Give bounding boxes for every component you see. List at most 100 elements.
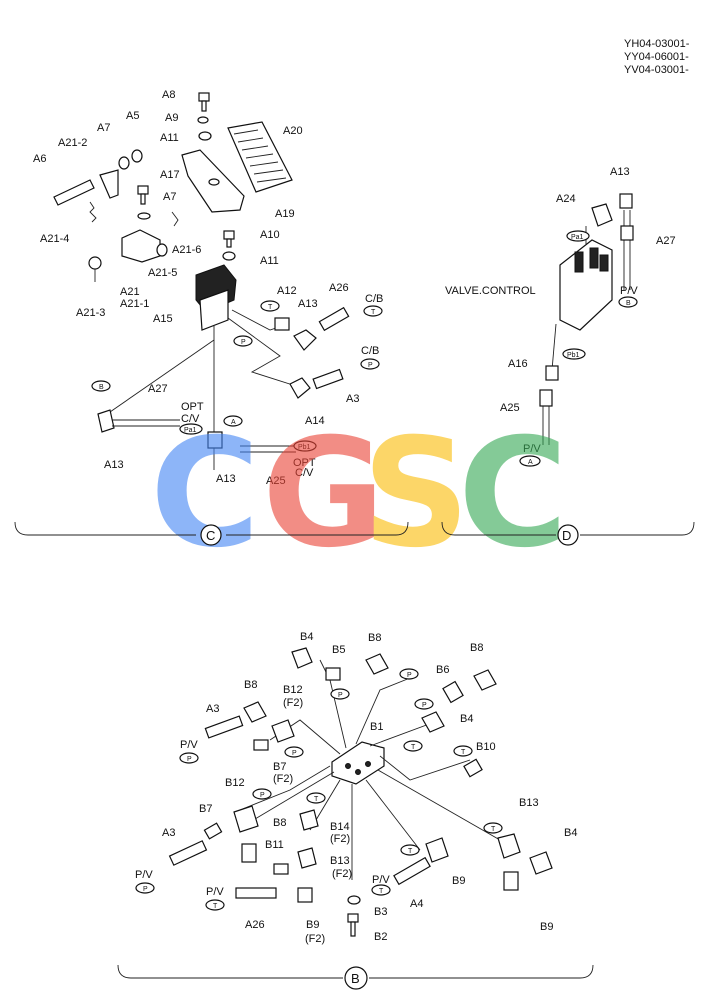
elbow-a24 bbox=[591, 203, 613, 227]
fitting-a13-bottom bbox=[207, 431, 223, 449]
fitting-b14 bbox=[299, 809, 319, 831]
fitting-b4-right bbox=[529, 851, 553, 875]
bracket-a21 bbox=[121, 229, 161, 263]
tag-pa1: Pa1 bbox=[179, 423, 203, 435]
fitting-b6 bbox=[442, 680, 464, 704]
ring-a7 bbox=[118, 156, 130, 170]
fitting-b13-mid bbox=[297, 847, 317, 869]
label-a21: A21 bbox=[120, 286, 140, 298]
tag-a: A bbox=[223, 415, 243, 427]
clip-a21-6 bbox=[171, 211, 179, 227]
fitting-b4-mid bbox=[421, 711, 445, 733]
label-b4-right: B4 bbox=[564, 827, 577, 839]
label-a21-3: A21-3 bbox=[76, 307, 105, 319]
hose-a26-b bbox=[235, 887, 277, 899]
fitting-b12-mid bbox=[233, 805, 259, 833]
label-a9: A9 bbox=[165, 112, 178, 124]
label-b13-right: B13 bbox=[519, 797, 539, 809]
hose-a26 bbox=[318, 306, 350, 332]
label-b11: B11 bbox=[265, 839, 284, 851]
tag-b-t2: T bbox=[453, 745, 473, 757]
label-b6: B6 bbox=[436, 664, 449, 676]
svg-text:T: T bbox=[371, 309, 376, 316]
bracket-b-left bbox=[117, 964, 343, 979]
tag-p-1: P bbox=[233, 335, 253, 347]
fitting-b9-right bbox=[503, 871, 519, 891]
svg-text:T: T bbox=[213, 903, 218, 910]
svg-text:B: B bbox=[351, 971, 360, 986]
label-a13-right: A13 bbox=[298, 298, 318, 310]
svg-text:Pa1: Pa1 bbox=[571, 234, 584, 241]
label-b9-low: B9 bbox=[306, 919, 319, 931]
label-a15: A15 bbox=[153, 313, 173, 325]
view-d-group: A13 A24 A27 VALVE.CONTROL P/V A16 A25 P/… bbox=[445, 166, 676, 467]
label-b13-mid: B13 bbox=[330, 855, 350, 867]
tag-b-p3: P bbox=[414, 698, 434, 710]
watermark-letter-s: S bbox=[362, 407, 470, 581]
label-pv-b4: P/V bbox=[372, 874, 390, 886]
label-cb-2: C/B bbox=[361, 345, 379, 357]
spring-a21-4 bbox=[89, 201, 97, 223]
fitting-b8-low bbox=[241, 843, 257, 863]
label-b3: B3 bbox=[374, 906, 387, 918]
label-a7-mid: A7 bbox=[163, 191, 176, 203]
nut-a11 bbox=[198, 131, 212, 141]
label-b7-lower: B7 bbox=[199, 803, 212, 815]
bracket-c-left bbox=[14, 521, 196, 536]
label-b7-upper: B7 bbox=[273, 761, 286, 773]
label-a27-d: A27 bbox=[656, 235, 676, 247]
label-a11-mid: A11 bbox=[260, 255, 279, 267]
svg-text:Pa1: Pa1 bbox=[184, 427, 197, 434]
pin-a6 bbox=[53, 179, 95, 206]
label-a11-top: A11 bbox=[160, 132, 179, 144]
label-a4: A4 bbox=[410, 898, 423, 910]
label-a21-1: A21-1 bbox=[120, 298, 149, 310]
label-cv-2: C/V bbox=[295, 467, 314, 479]
view-b-marker: B bbox=[344, 966, 368, 990]
label-a13-d: A13 bbox=[610, 166, 630, 178]
svg-text:T: T bbox=[314, 796, 319, 803]
view-b-group: B4 B5 B8 B8 B6 B8 B12 (F2) A3 P/V B1 B4 … bbox=[117, 631, 594, 990]
label-b8-top: B8 bbox=[368, 632, 381, 644]
pedal-plate-a20 bbox=[227, 121, 293, 193]
hose-a4 bbox=[393, 856, 431, 886]
view-c-group: A8 A9 A11 A20 A5 A7 A21-2 A6 A17 A7 A19 … bbox=[33, 89, 383, 487]
tag-pb1-d: Pb1 bbox=[562, 348, 586, 360]
watermark-letter-g: G bbox=[262, 407, 385, 581]
label-b9-mid: B9 bbox=[452, 875, 465, 887]
elbow-a13-left bbox=[97, 409, 115, 433]
svg-text:A: A bbox=[528, 459, 533, 466]
tag-b-p4: P bbox=[284, 746, 304, 758]
tag-b-p2: P bbox=[330, 688, 350, 700]
fitting-b9-low bbox=[297, 887, 313, 903]
fitting-a13-d bbox=[619, 193, 633, 209]
bracket-c-right bbox=[226, 521, 409, 536]
label-a5: A5 bbox=[126, 110, 139, 122]
label-b9-right: B9 bbox=[540, 921, 553, 933]
svg-text:T: T bbox=[461, 749, 466, 756]
label-a12: A12 bbox=[277, 285, 297, 297]
view-d-marker: D bbox=[557, 524, 579, 546]
block-b1 bbox=[331, 741, 385, 785]
label-b1: B1 bbox=[370, 721, 383, 733]
washer-b3 bbox=[347, 895, 361, 905]
tag-b-p5: P bbox=[179, 752, 199, 764]
label-b4-mid: B4 bbox=[460, 713, 473, 725]
label-pv-b1: P/V bbox=[180, 739, 198, 751]
hose-a3-upper bbox=[204, 715, 244, 739]
label-a26: A26 bbox=[329, 282, 349, 294]
tag-b-d: B bbox=[618, 296, 638, 308]
hose-a27-d bbox=[623, 210, 631, 290]
ring-a5 bbox=[131, 149, 143, 163]
label-a25-d: A25 bbox=[500, 402, 520, 414]
label-b12-top: B12 bbox=[283, 684, 303, 696]
svg-text:P: P bbox=[260, 792, 265, 799]
tag-b-p7: P bbox=[135, 882, 155, 894]
label-a13-left: A13 bbox=[104, 459, 124, 471]
svg-text:P: P bbox=[338, 692, 343, 699]
label-a21-2: A21-2 bbox=[58, 137, 87, 149]
label-a7-top: A7 bbox=[97, 122, 110, 134]
label-f2-d: (F2) bbox=[332, 868, 352, 880]
label-f2-b: (F2) bbox=[273, 773, 293, 785]
svg-text:P: P bbox=[187, 756, 192, 763]
